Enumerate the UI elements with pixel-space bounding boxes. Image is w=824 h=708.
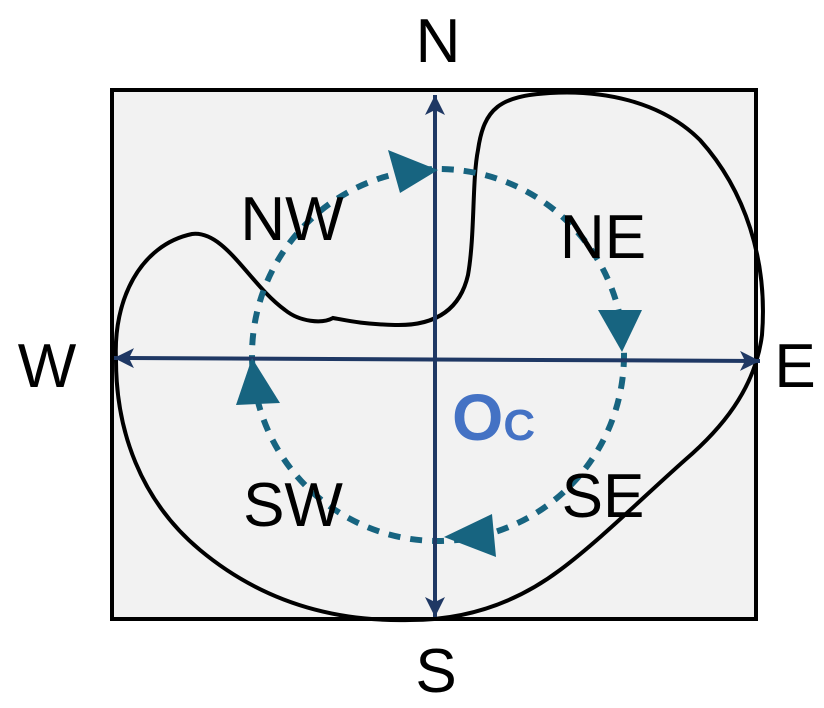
southwest-label: SW <box>243 471 343 540</box>
arrow-west-up-icon <box>236 358 280 405</box>
arrow-east-down-icon <box>598 310 642 352</box>
south-label: S <box>415 637 456 706</box>
center-label-sub: C <box>503 401 535 450</box>
arrow-south-left-icon <box>444 514 496 557</box>
center-label-main: O <box>452 380 503 454</box>
horizontal-axis <box>113 348 761 371</box>
north-label: N <box>416 7 461 76</box>
center-label: OC <box>452 380 535 454</box>
east-label: E <box>774 332 815 401</box>
southeast-label: SE <box>562 462 645 531</box>
irregular-shape-outline <box>113 90 765 623</box>
northwest-label: NW <box>240 185 344 254</box>
northeast-label: NE <box>560 203 646 272</box>
west-label: W <box>18 332 77 401</box>
arrow-north-clockwise-icon <box>388 150 438 193</box>
